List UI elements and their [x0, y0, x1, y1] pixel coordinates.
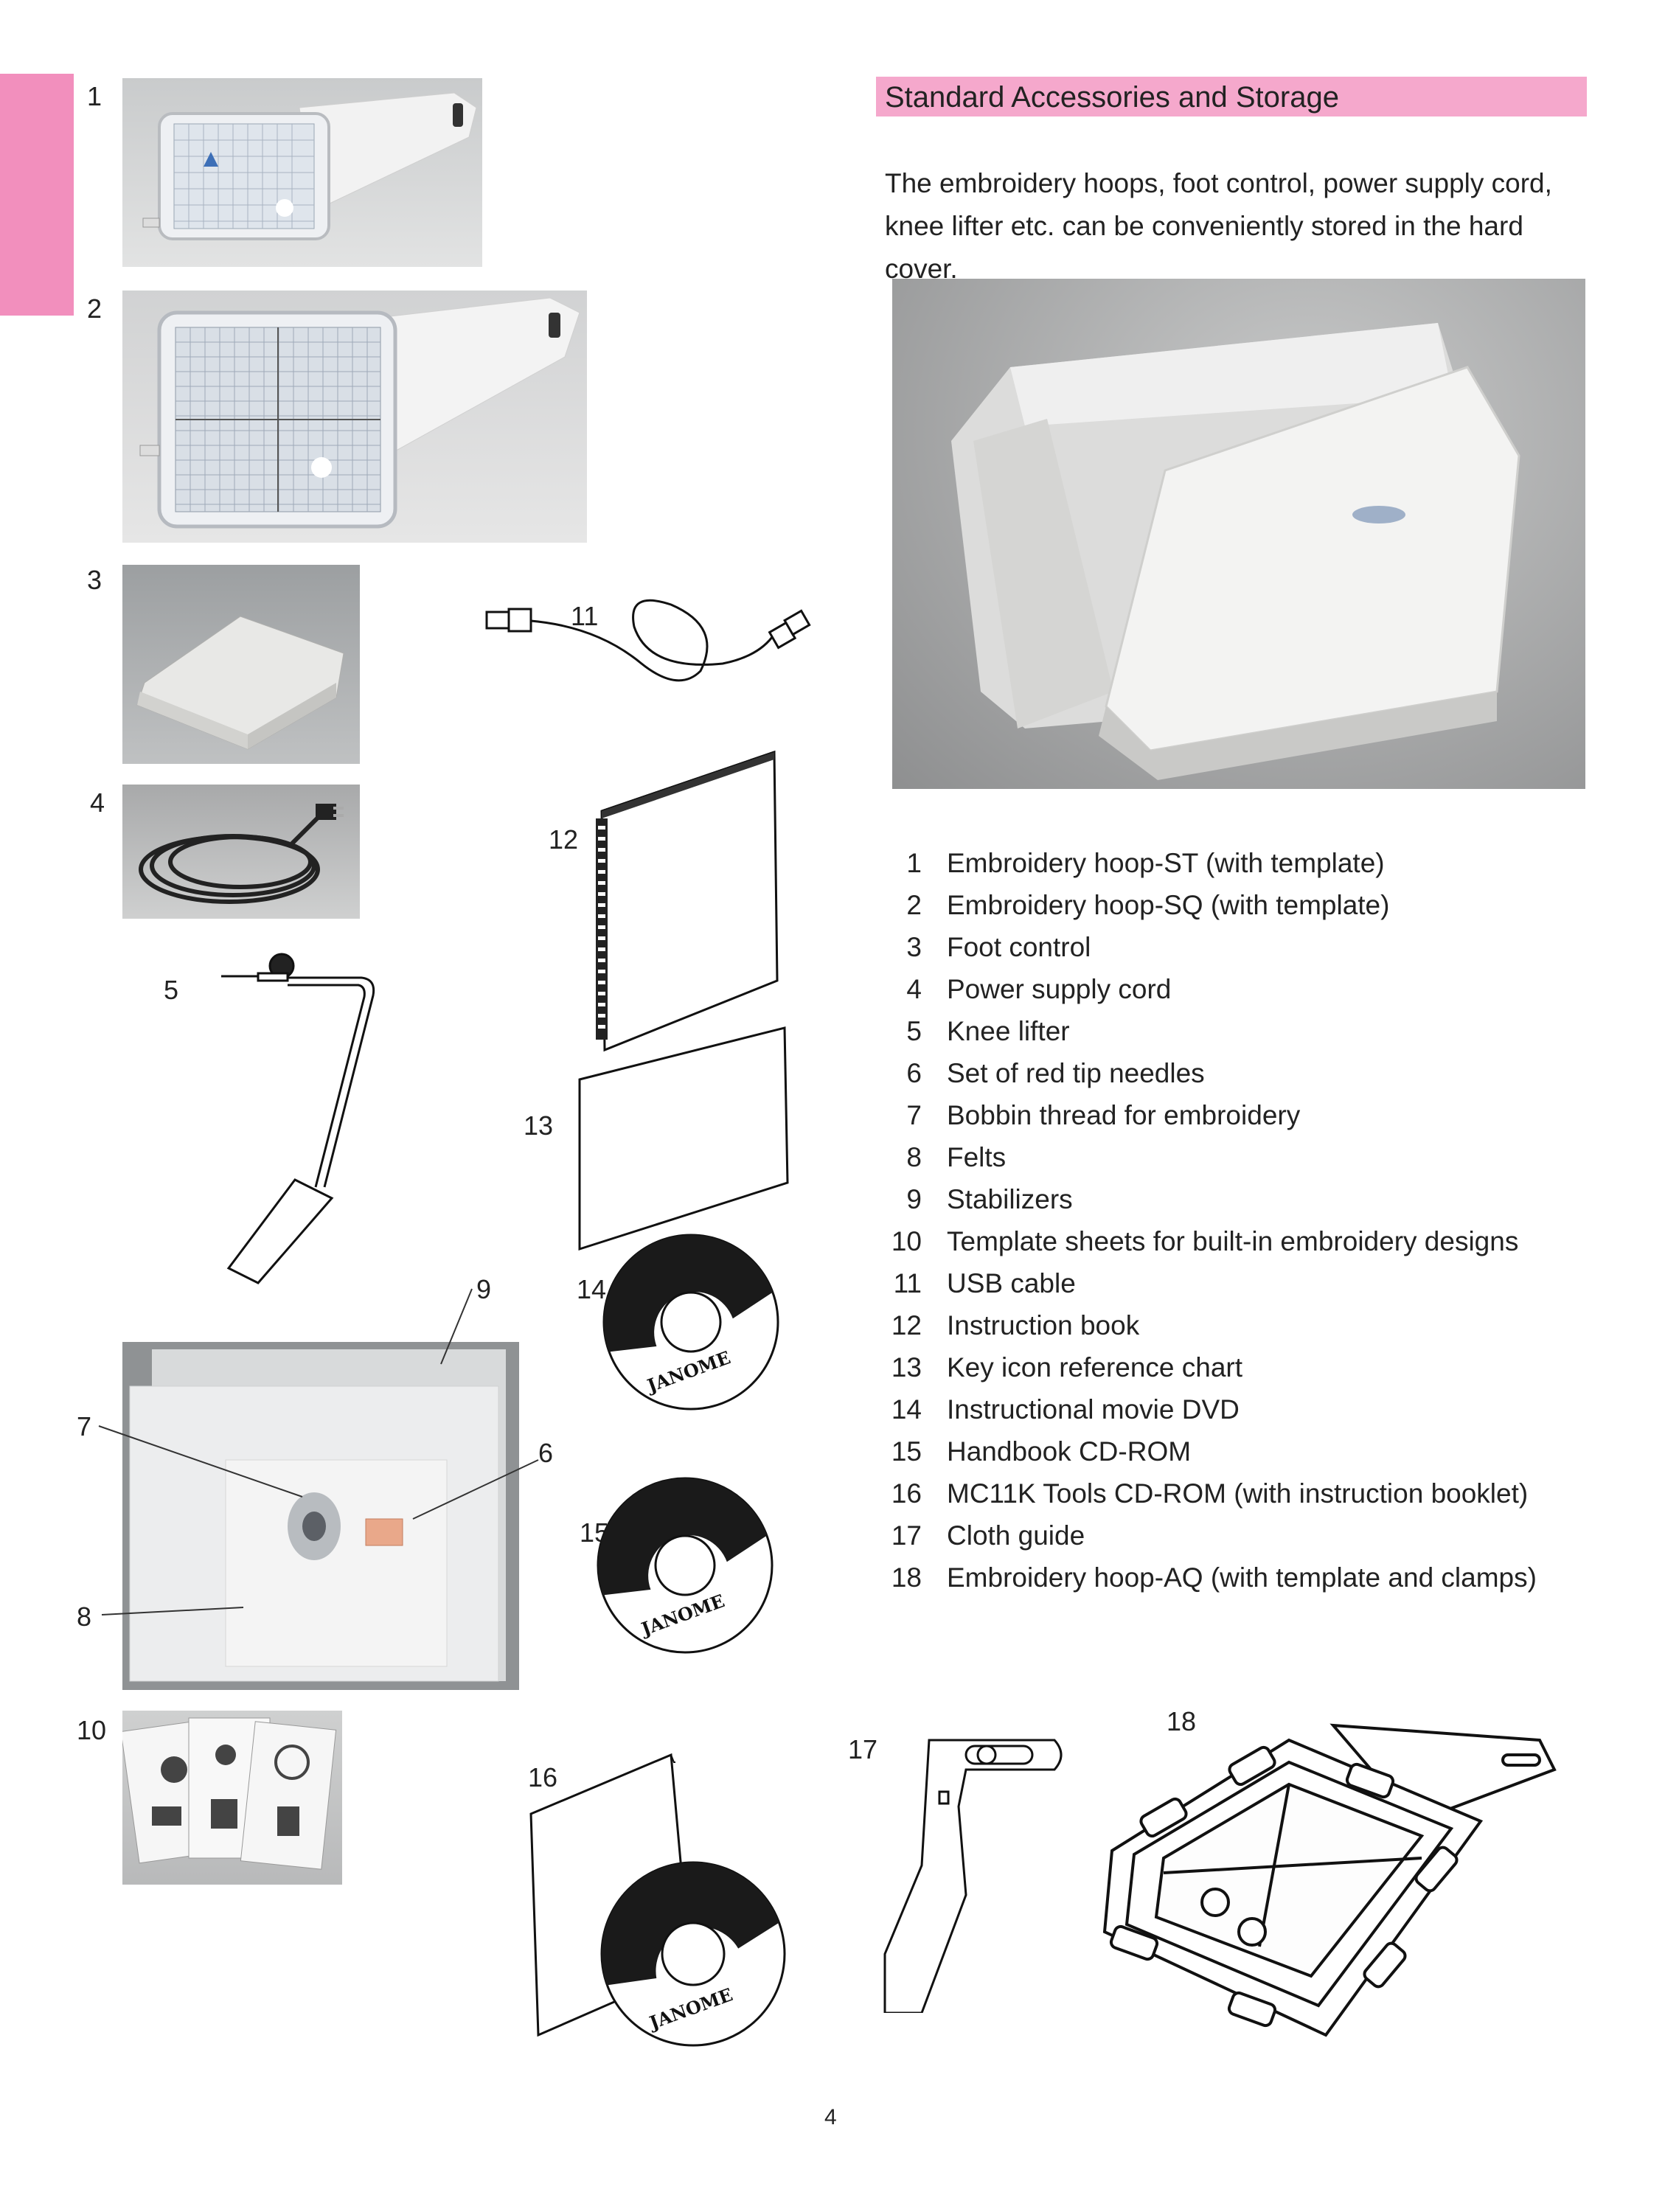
- hard-cover-photo: [892, 279, 1585, 789]
- handbook-cd-drawing: JANOME: [597, 1477, 774, 1654]
- hoop-aq-drawing: [1102, 1723, 1557, 2037]
- foot-control-photo: [122, 565, 360, 764]
- callout-16: 16: [528, 1762, 558, 1792]
- callout-4: 4: [90, 787, 105, 818]
- hoop-sq-photo: [122, 291, 587, 543]
- tools-cd-booklet-drawing: JANOME: [529, 1753, 786, 2047]
- section-title: Standard Accessories and Storage: [885, 81, 1339, 114]
- callout-13: 13: [524, 1110, 554, 1141]
- callout-5: 5: [164, 975, 179, 1005]
- usb-cable-drawing: [485, 599, 811, 682]
- callout-18: 18: [1167, 1706, 1197, 1736]
- callout-14: 14: [577, 1274, 607, 1304]
- key-icon-chart-drawing: [578, 1026, 789, 1251]
- callout-9: 9: [476, 1274, 492, 1304]
- intro-paragraph: The embroidery hoops, foot control, powe…: [885, 162, 1593, 291]
- callout-8: 8: [77, 1601, 92, 1632]
- callout-11: 11: [571, 601, 599, 631]
- template-sheets-photo: [122, 1711, 342, 1885]
- callout-6: 6: [538, 1438, 554, 1468]
- callout-10: 10: [77, 1715, 107, 1745]
- knee-lifter-drawing: [221, 953, 375, 1284]
- cloth-guide-drawing: [883, 1739, 1063, 2013]
- stabilizers-felts-photo: [122, 1342, 519, 1690]
- section-tab-marker: [0, 74, 74, 316]
- dvd-disc-drawing: JANOME: [602, 1234, 779, 1411]
- instruction-book-drawing: [596, 750, 779, 1052]
- page-number: 4: [824, 2105, 837, 2129]
- callout-leader-lines: [98, 1288, 539, 1615]
- callout-17: 17: [848, 1734, 878, 1764]
- callout-12: 12: [549, 824, 579, 855]
- callout-2: 2: [87, 293, 102, 324]
- callout-1: 1: [87, 81, 102, 111]
- callout-7: 7: [77, 1411, 92, 1441]
- callout-3: 3: [87, 565, 102, 595]
- power-cord-photo: [122, 785, 360, 919]
- intro-line-1: The embroidery hoops, foot control, powe…: [885, 168, 1552, 198]
- section-title-bar: Standard Accessories and Storage: [876, 77, 1587, 116]
- hoop-st-photo: [122, 78, 482, 267]
- intro-line-2: knee lifter etc. can be conveniently sto…: [885, 211, 1523, 284]
